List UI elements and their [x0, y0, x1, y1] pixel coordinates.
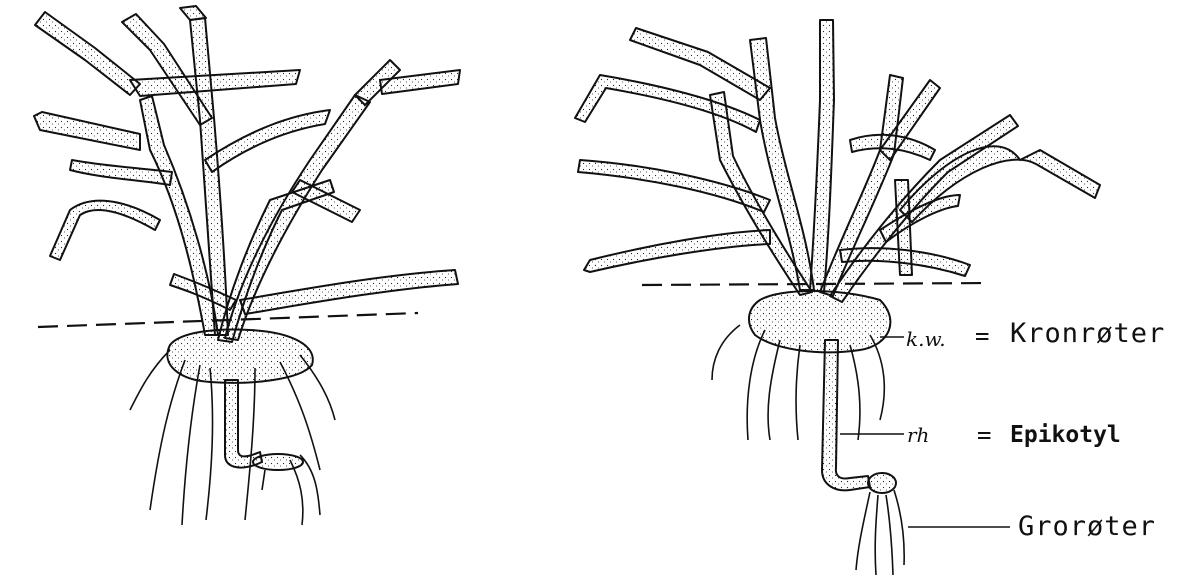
epicotyl-equals: = — [977, 421, 991, 449]
epicotyl-label: Epikotyl — [1010, 422, 1121, 448]
crown-roots-equals: = — [975, 322, 989, 350]
seminal-roots-label: Grorøter — [1018, 511, 1156, 542]
crown-roots-label: Kronrøter — [1010, 318, 1165, 349]
left-plant-drawing — [34, 6, 460, 470]
right-plant-roots — [712, 325, 904, 575]
epicotyl-abbr: rh — [907, 423, 929, 447]
crown-roots-abbr: k.w. — [906, 327, 946, 351]
